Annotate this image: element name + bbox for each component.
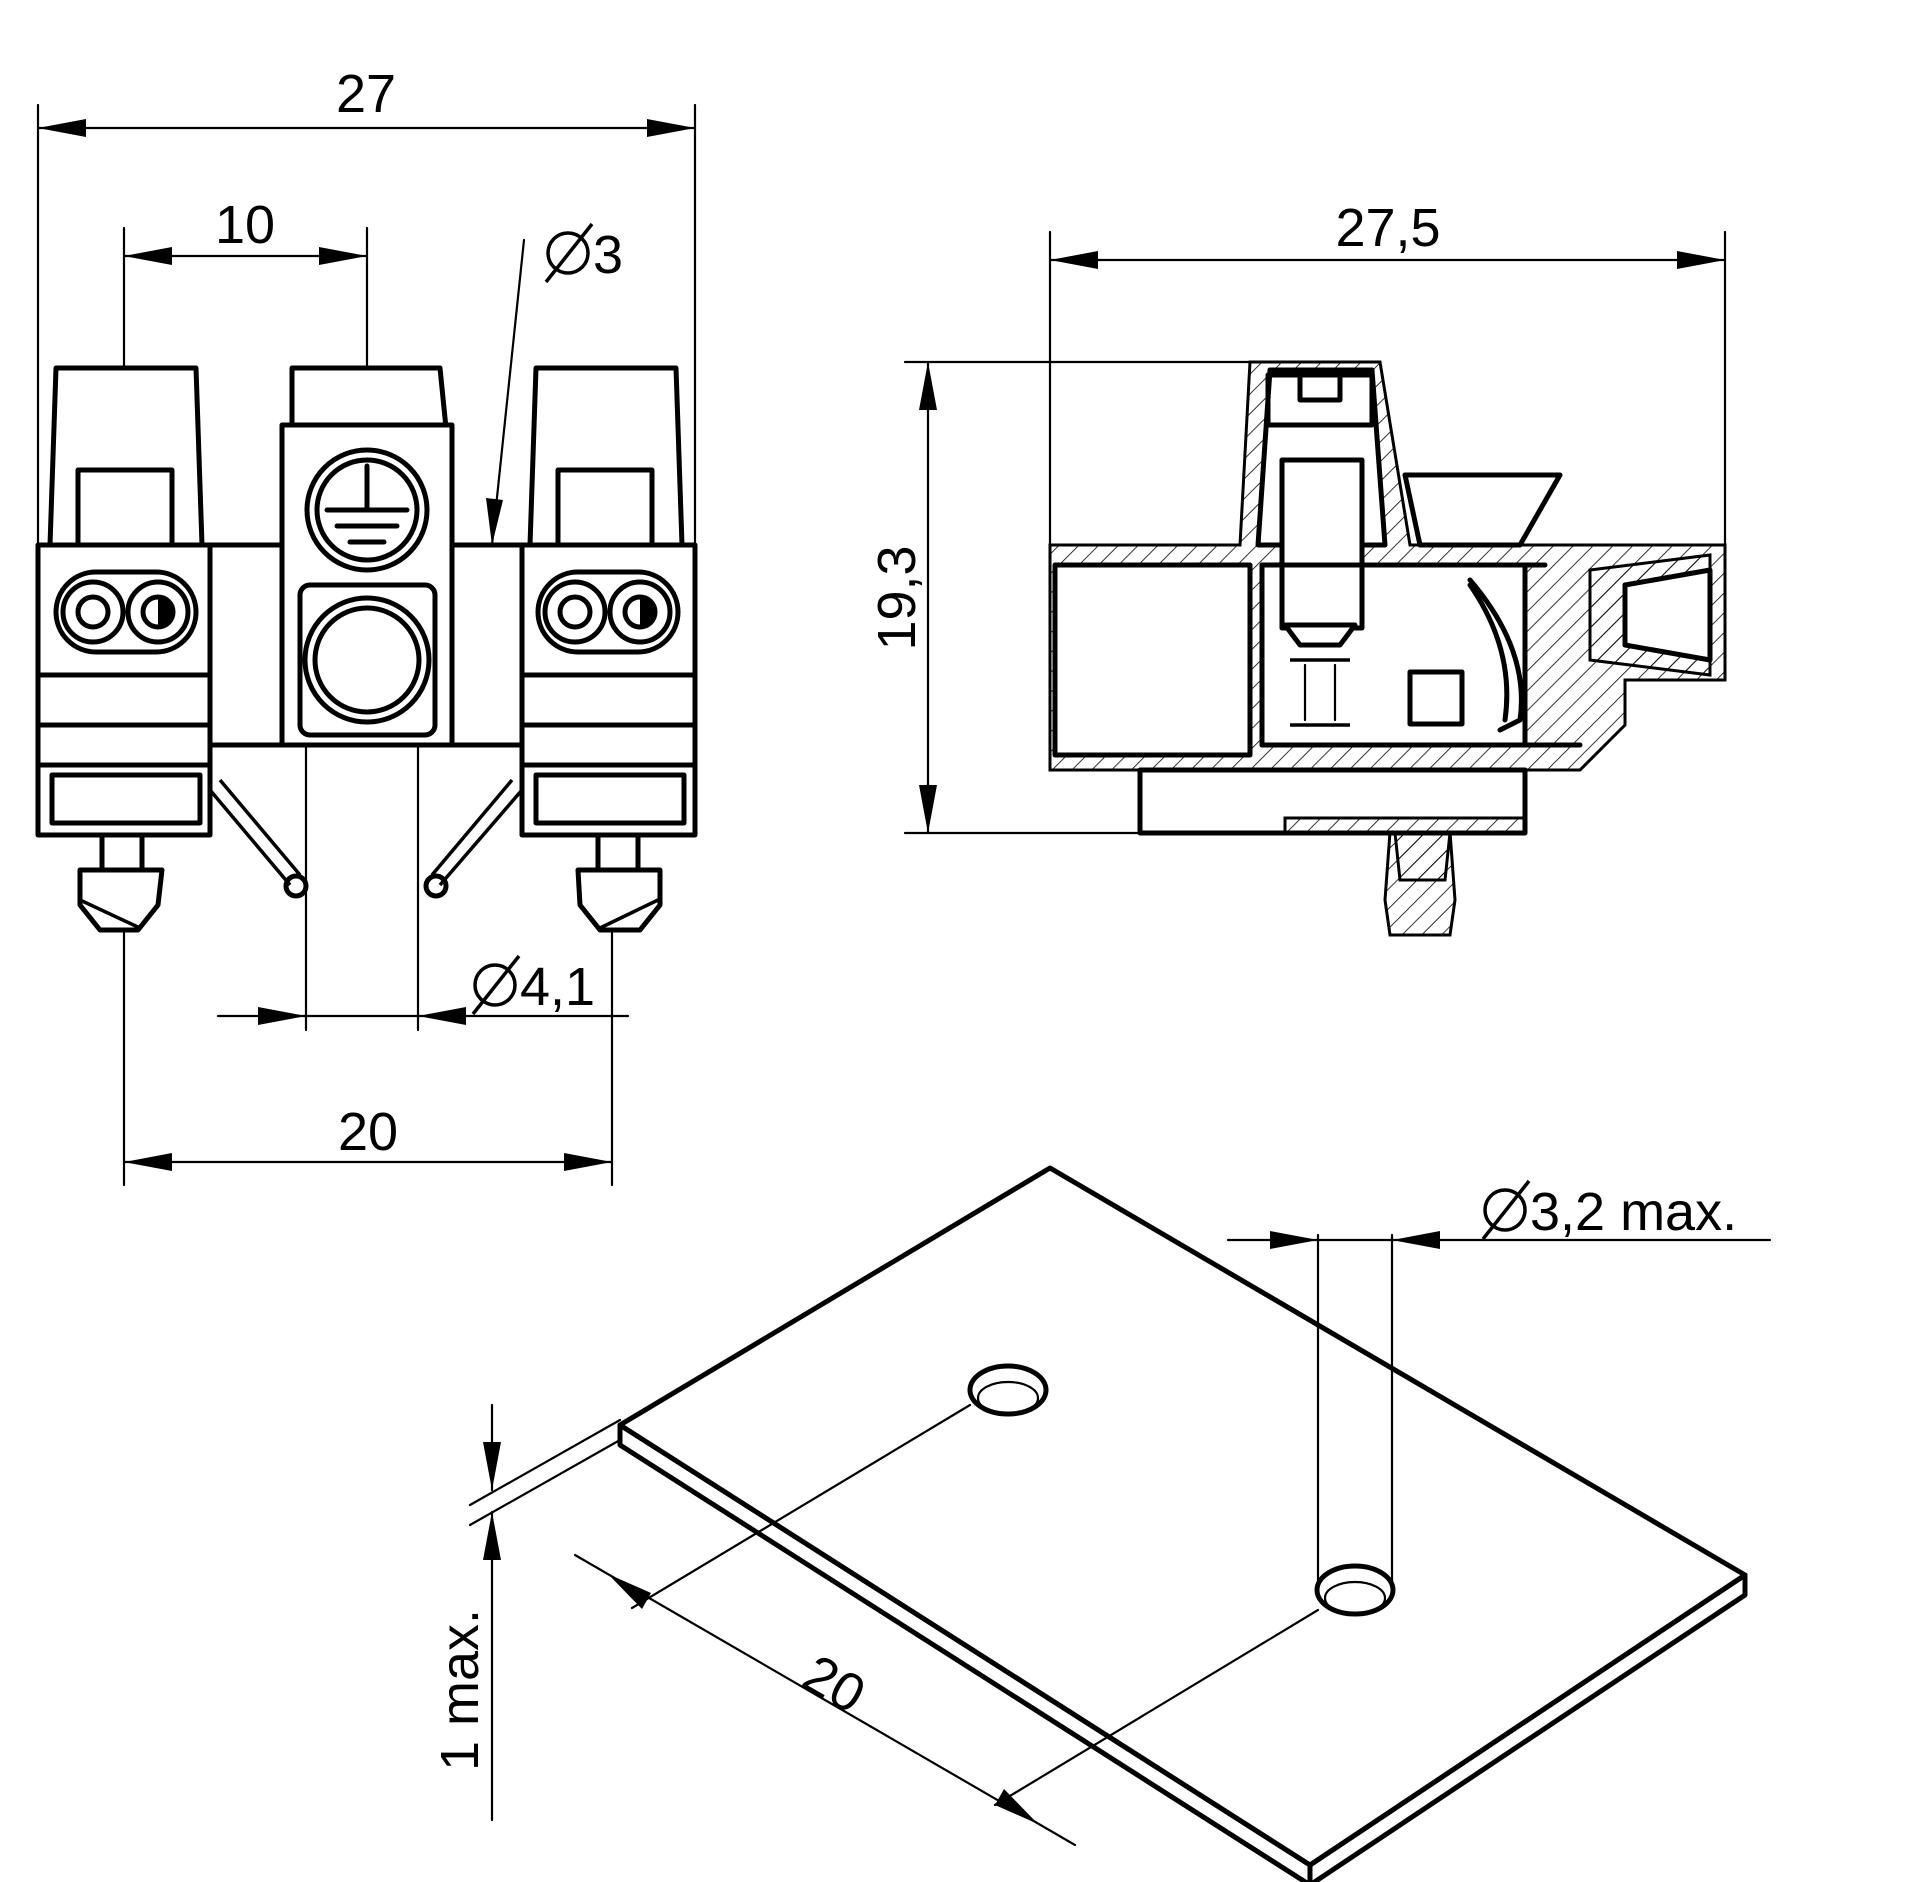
left-terminal	[35, 365, 309, 933]
dim-front-hole: 3	[544, 222, 623, 285]
dim-plate-hole: 3,2 max.	[1481, 1179, 1737, 1242]
dim-plate-spacing: 20	[793, 1643, 875, 1725]
dim-side-length: 27,5	[1335, 198, 1440, 258]
dim-front-hole-value: 3	[593, 225, 623, 285]
side-view: 27,5 19,3	[867, 198, 1727, 937]
dim-plate-thickness: 1 max.	[430, 1609, 490, 1771]
dim-front-pitch: 10	[215, 195, 275, 255]
protective-earth-icon	[324, 463, 410, 545]
plate-hole-left	[967, 1363, 1049, 1417]
dim-front-spacing: 20	[338, 1102, 398, 1162]
dim-side-height: 19,3	[867, 545, 927, 650]
dim-front-width: 27	[336, 64, 396, 124]
front-view: 27 10 3	[35, 64, 698, 1187]
dim-front-pin: 4,1	[471, 954, 595, 1017]
isometric-plate: 3,2 max. 20 1 max.	[430, 1165, 1772, 1882]
right-terminal	[423, 365, 698, 933]
earth-terminal	[207, 365, 525, 1032]
dim-front-pin-value: 4,1	[520, 957, 595, 1017]
dim-plate-hole-value: 3,2 max.	[1530, 1182, 1737, 1242]
